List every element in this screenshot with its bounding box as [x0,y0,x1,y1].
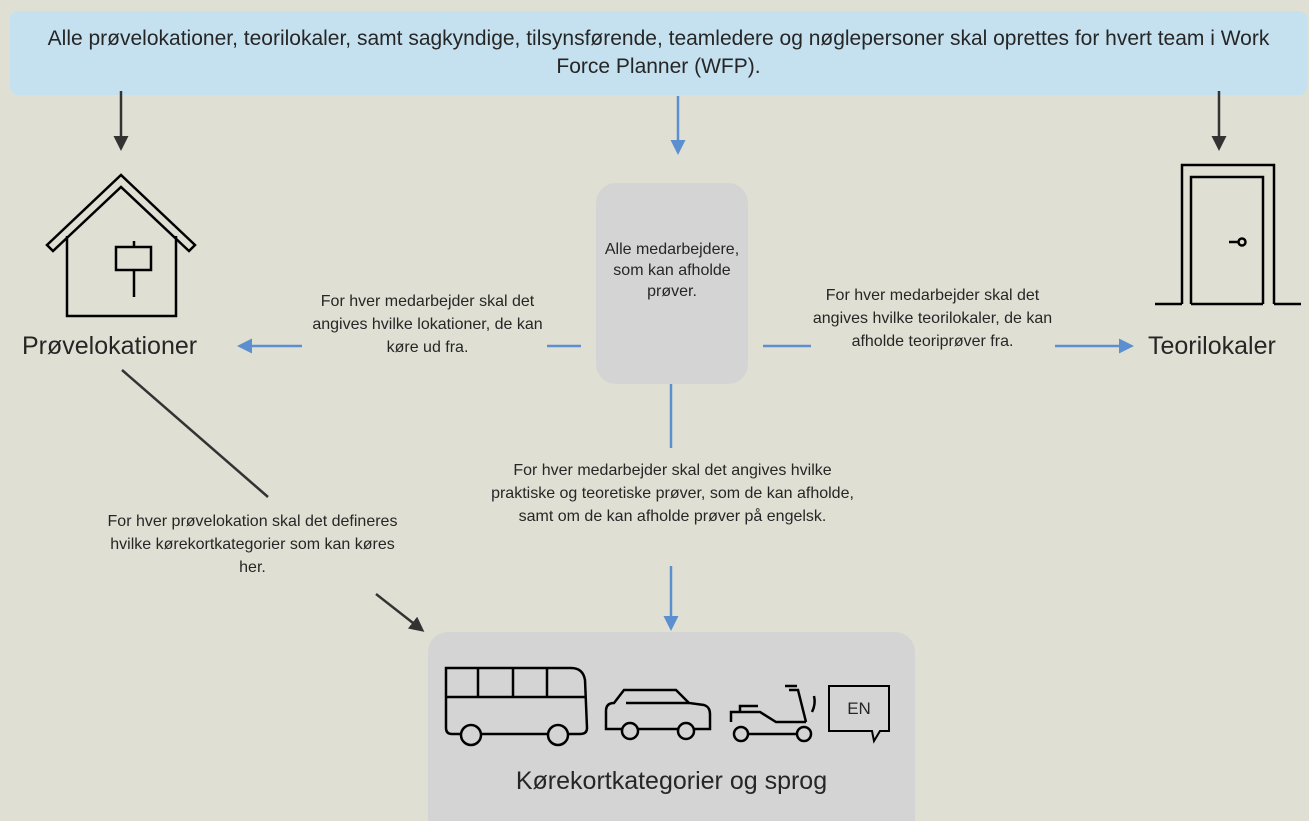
speech-bubble-icon [828,685,890,744]
header-banner: Alle prøvelokationer, teorilokaler, samt… [10,11,1307,95]
note-locations: For hver medarbejder skal det angives hv… [312,293,543,356]
theory-rooms-label: Teorilokaler [1148,332,1276,360]
english-language-tag: EN [847,699,871,718]
categories-box: Kørekortkategorier og sprog [428,632,915,821]
note-location-categories: For hver prøvelokation skal det definere… [107,513,398,576]
employees-box-text: Alle medarbejdere, som kan afholde prøve… [604,241,740,300]
arrow-locations-to-categories [375,593,425,632]
door-icon [1155,163,1301,306]
employees-box: Alle medarbejdere, som kan afholde prøve… [596,183,748,384]
house-icon [45,173,197,318]
categories-label: Kørekortkategorier og sprog [515,767,828,795]
car-icon [604,688,712,741]
test-locations-label: Prøvelokationer [22,332,198,360]
banner-text: Alle prøvelokationer, teorilokaler, samt… [47,27,1270,78]
note-theory-rooms: For hver medarbejder skal det angives hv… [812,287,1053,350]
note-tests: For hver medarbejder skal det angives hv… [491,462,854,525]
scooter-icon [729,684,816,743]
line-locations-diagonal [121,369,269,498]
bus-icon [444,666,589,747]
